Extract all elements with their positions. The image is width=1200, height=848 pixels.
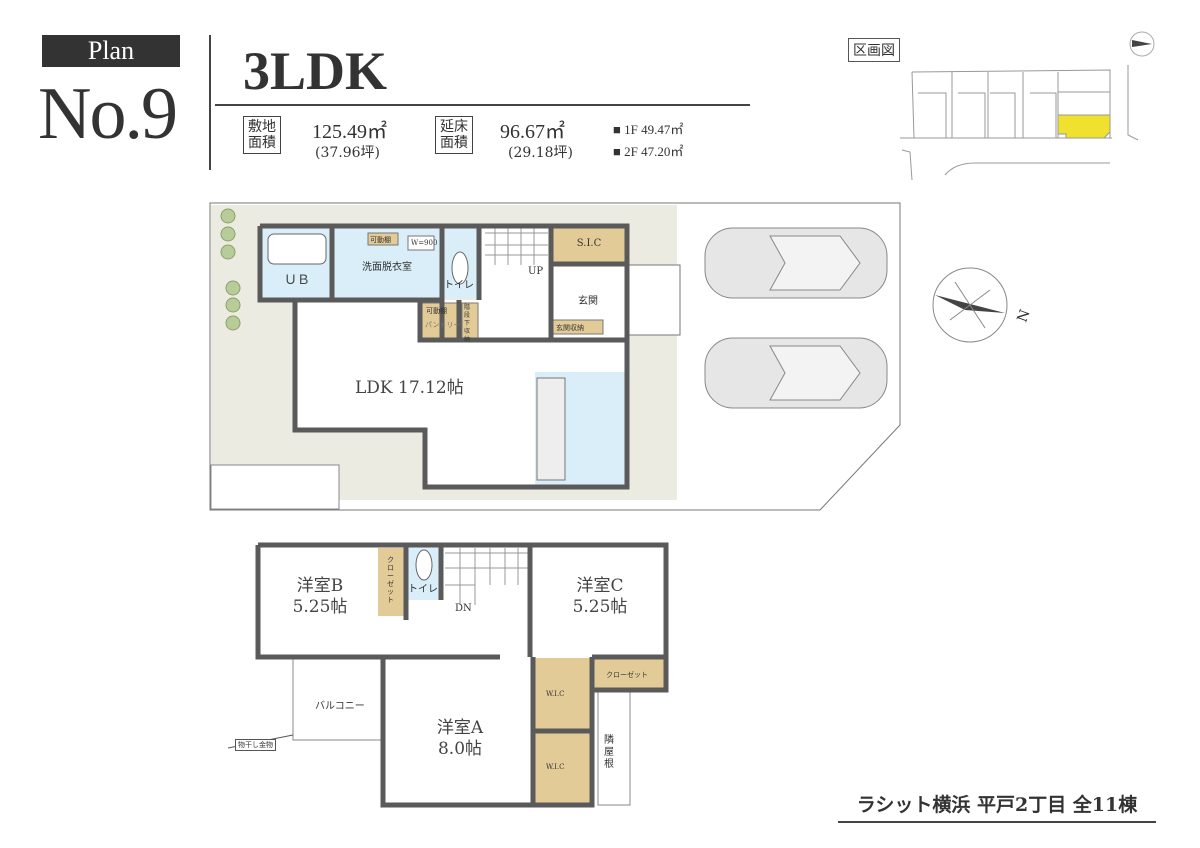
2f-area: ■ 2F 47.20㎡ [613,144,684,159]
wic1-label: W.I.C [546,690,565,698]
adjacent-area [210,464,340,510]
room-washroom: 洗面脱衣室 [362,262,412,273]
room-ub: ＵＢ [283,273,310,288]
site-area-tsubo: (37.96坪) [315,145,381,161]
floor-area-tsubo: (29.18坪) [508,145,574,161]
shrubs [220,208,241,331]
plan-label: Plan [42,35,180,67]
closet-c-label: クローゼット [606,671,648,679]
stairs-1f [485,228,548,265]
stairs-2f [445,548,530,605]
room-size: 5.25帖 [292,597,348,617]
property-title: ラシット横浜 平戸2丁目 全11棟 [838,790,1156,823]
pantry-label: パントリー [425,321,461,329]
sic-fill [553,228,625,262]
compass-needle [935,295,1005,313]
dn-label: DN [455,603,472,614]
closet-b-label: クローゼット [387,556,394,604]
highlighted-lot [1057,114,1111,139]
wic2-label: W.I.C [546,763,565,771]
w900-label: W=900 [411,239,438,247]
balcony-label: バルコニー [315,701,365,712]
room-size: 5.25帖 [572,597,628,617]
storage-label: 階段下収納 [464,304,471,343]
label: 敷地 [248,119,276,135]
shelf-label: 可動棚 [426,307,447,315]
room-name: 洋室A [436,718,484,738]
room-size: 8.0帖 [437,739,483,759]
mini-compass-icon [1129,31,1155,57]
walls-2f [255,542,669,808]
room-entrance: 玄関 [578,296,598,307]
closet-c-fill [593,658,665,690]
site-area-value: 125.49㎡ [312,121,387,143]
site-map-label: 区画図 [848,38,900,62]
floor-area-label: 延床面積 [435,116,473,154]
plan-number: No.9 [38,73,178,155]
room-name: 洋室B [296,576,344,596]
layout-type: 3LDK [243,41,388,101]
wic1-fill [533,658,590,730]
divider [215,104,750,106]
parking-cars [704,227,888,409]
wic2-fill [533,733,590,803]
walls-1f [257,223,630,490]
room-ldk: LDK 17.12帖 [355,378,464,398]
divider [209,35,211,170]
closet-b-fill [378,548,405,616]
room-name: 洋室C [576,576,624,596]
floor-area-value: 96.67㎡ [500,121,565,143]
room-sic: S.I.C [576,238,602,249]
shelf-label: 可動棚 [370,236,391,244]
site-boundary [209,202,901,511]
label: 面積 [248,135,276,151]
neighbor-roof-label: 隣屋根 [604,735,614,770]
site-map [900,65,1139,181]
toilet-2f-label: トイレ [408,584,438,595]
laundry-hardware-label: 物干し金物 [235,739,276,751]
mini-compass-needle [1132,40,1152,47]
label: 面積 [440,135,468,151]
site-area-label: 敷地面積 [243,116,281,154]
entrance-storage-label: 玄関収納 [556,324,584,332]
up-label: UP [528,266,544,277]
1f-area: ■ 1F 49.47㎡ [613,122,684,137]
room-toilet-1f: トイレ [444,280,474,291]
kitchen-counter [536,377,566,481]
label: 延床 [440,119,468,135]
